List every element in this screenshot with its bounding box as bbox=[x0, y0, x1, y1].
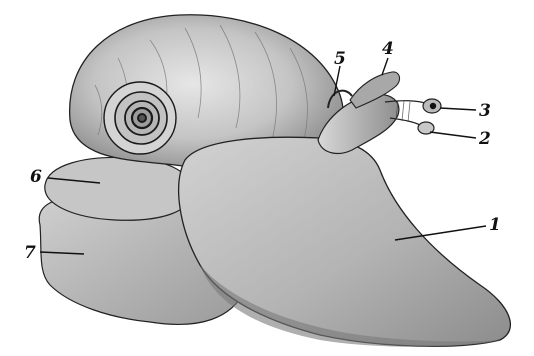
shell-spiral bbox=[104, 82, 176, 154]
mantle-rim bbox=[45, 157, 192, 220]
label-5: 5 bbox=[334, 49, 346, 69]
leader-line-4 bbox=[382, 58, 388, 75]
label-3: 3 bbox=[479, 101, 491, 121]
snail-illustration bbox=[39, 15, 510, 347]
lower-tentacle bbox=[390, 118, 434, 134]
label-6: 6 bbox=[30, 167, 42, 187]
label-7: 7 bbox=[24, 243, 36, 263]
label-1: 1 bbox=[489, 215, 501, 235]
leader-line-2 bbox=[430, 132, 476, 138]
leader-line-3 bbox=[440, 108, 476, 110]
label-4: 4 bbox=[382, 39, 394, 59]
foot bbox=[179, 137, 511, 346]
eye-icon bbox=[430, 103, 436, 109]
label-2: 2 bbox=[478, 129, 491, 149]
